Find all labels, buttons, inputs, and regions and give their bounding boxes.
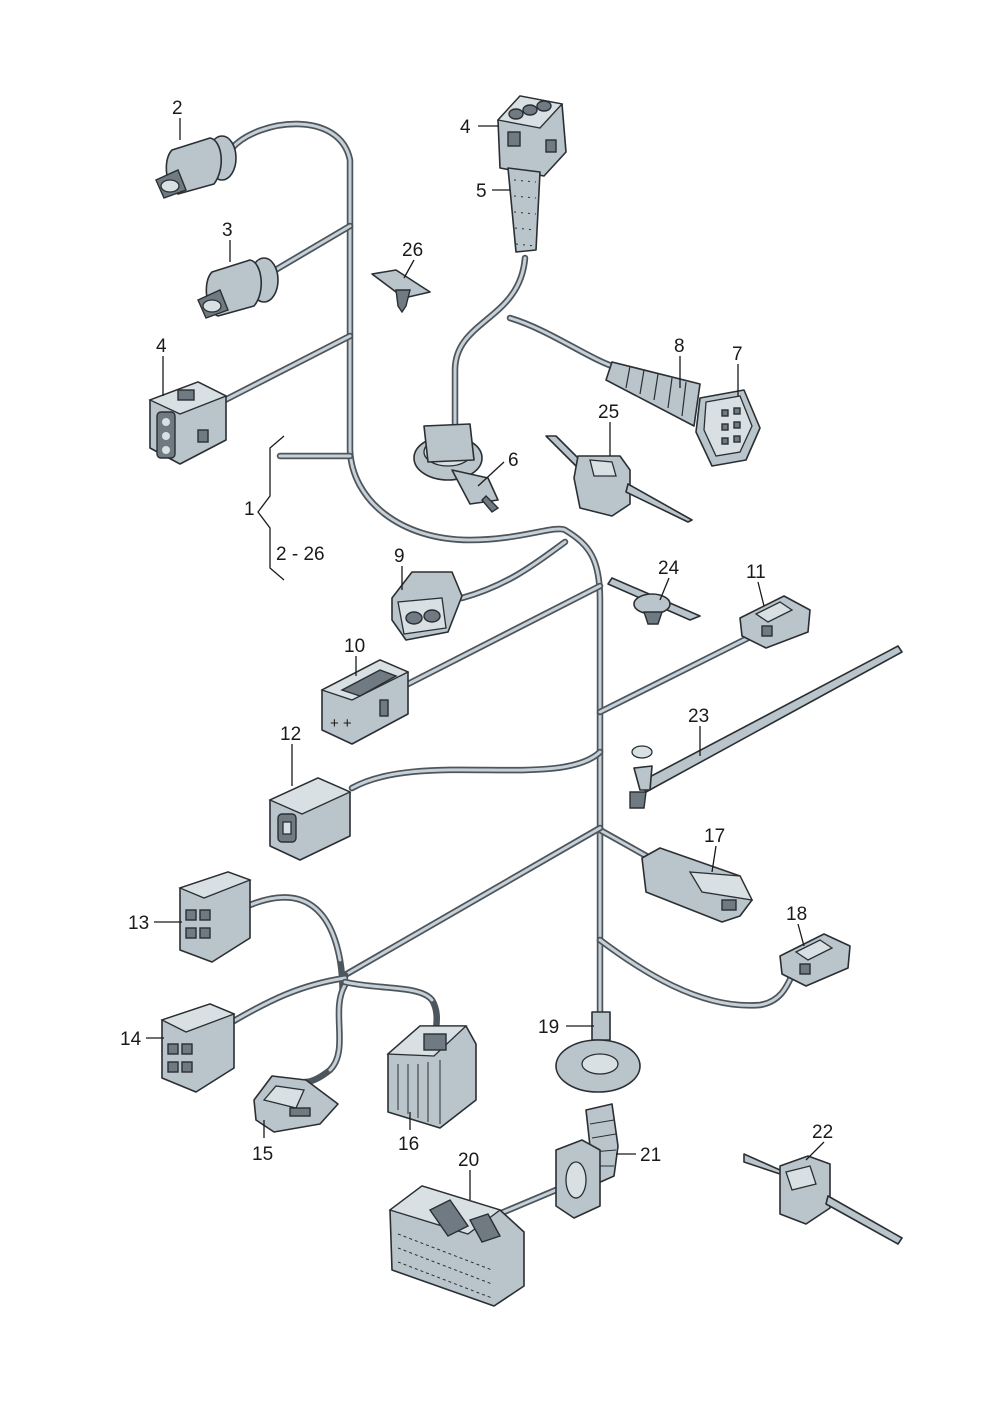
part-3-round-connector	[197, 257, 279, 319]
part-20-control-unit-connector	[388, 1185, 525, 1307]
callout-17: 17	[704, 826, 725, 847]
part-22-cable-clip	[743, 1153, 903, 1245]
callout-12: 12	[280, 724, 301, 745]
part-21-bellows-grommet	[555, 1103, 619, 1219]
callout-23: 23	[688, 706, 709, 727]
part-16-multi-connector	[386, 1025, 477, 1129]
callout-4-left: 4	[156, 336, 167, 357]
callout-10: 10	[344, 636, 365, 657]
part-15-connector	[253, 1075, 339, 1133]
part-8-corrugated-sleeve	[605, 361, 701, 427]
leader-lines	[146, 118, 825, 1200]
callout-1: 1	[244, 499, 255, 520]
part-5-protective-sleeve	[507, 167, 541, 253]
part-24-bracket-clip	[607, 577, 701, 625]
callout-labels: 1 2 - 26 2 3 4 4 5 6 7 8 9 10 11 12 13 1…	[120, 98, 833, 1171]
part-4-socket-housing-left	[148, 381, 228, 465]
callout-13: 13	[128, 913, 149, 934]
part-26-clip	[371, 269, 431, 314]
part-10-switch-connector: + +	[320, 659, 410, 745]
part-2-round-connector	[155, 135, 237, 199]
part-17-inline-connector	[641, 847, 754, 923]
part-12-connector	[268, 777, 352, 861]
callout-7: 7	[732, 344, 743, 365]
part-7-multi-pin-connector	[695, 389, 761, 467]
part-6-grommet	[413, 423, 500, 513]
callout-25: 25	[598, 402, 619, 423]
callout-19: 19	[538, 1017, 559, 1038]
callout-26: 26	[402, 240, 423, 261]
callout-22: 22	[812, 1122, 833, 1143]
group-brace	[257, 435, 285, 581]
part-23-cable-tie	[629, 645, 903, 809]
callout-14: 14	[120, 1029, 142, 1050]
part-19-grommet	[555, 1011, 641, 1093]
part-9-connector	[391, 571, 463, 641]
callout-2-26: 2 - 26	[276, 544, 325, 565]
part-25-cable-clip	[545, 435, 693, 523]
callout-20: 20	[458, 1150, 479, 1171]
harness-wires	[221, 120, 804, 1226]
part-11-connector	[739, 595, 811, 649]
callout-16: 16	[398, 1134, 419, 1155]
callout-8: 8	[674, 336, 685, 357]
callout-3: 3	[222, 220, 233, 241]
callout-21: 21	[640, 1145, 661, 1166]
callout-6: 6	[508, 450, 519, 471]
callout-11: 11	[746, 562, 766, 583]
callout-9: 9	[394, 546, 405, 567]
callout-24: 24	[658, 558, 680, 579]
callout-5: 5	[476, 181, 487, 202]
part-4-socket-housing-top	[496, 95, 567, 177]
part-14-connector	[160, 1003, 236, 1093]
callout-15: 15	[252, 1144, 273, 1165]
callout-18: 18	[786, 904, 807, 925]
part-13-connector	[178, 871, 252, 963]
callout-4-top: 4	[460, 117, 471, 138]
part-18-connector	[779, 933, 851, 987]
polarity-marks: + +	[330, 715, 352, 732]
callout-2: 2	[172, 98, 183, 119]
